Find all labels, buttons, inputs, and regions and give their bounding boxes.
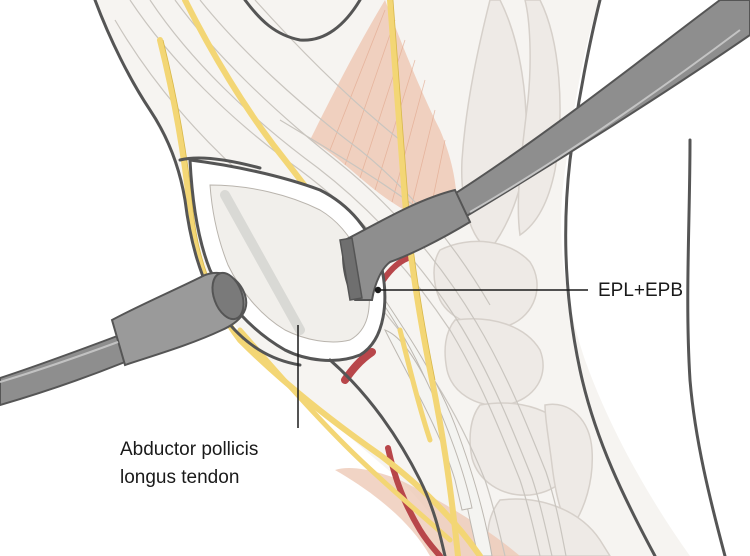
retractor-right [339, 0, 750, 301]
carpal-bones [433, 0, 611, 556]
label-apl-line1: Abductor pollicis [120, 439, 258, 460]
skin-outline [93, 0, 727, 556]
tendon-bundle [114, 0, 567, 556]
label-apl-line2: longus tendon [120, 467, 239, 488]
superficial-radial-nerve [157, 0, 483, 556]
epl-epb-leader-dot [374, 286, 382, 294]
label-epl-epb: EPL+EPB [598, 280, 683, 301]
retractor-left [0, 271, 248, 407]
leader-lines [297, 286, 588, 428]
